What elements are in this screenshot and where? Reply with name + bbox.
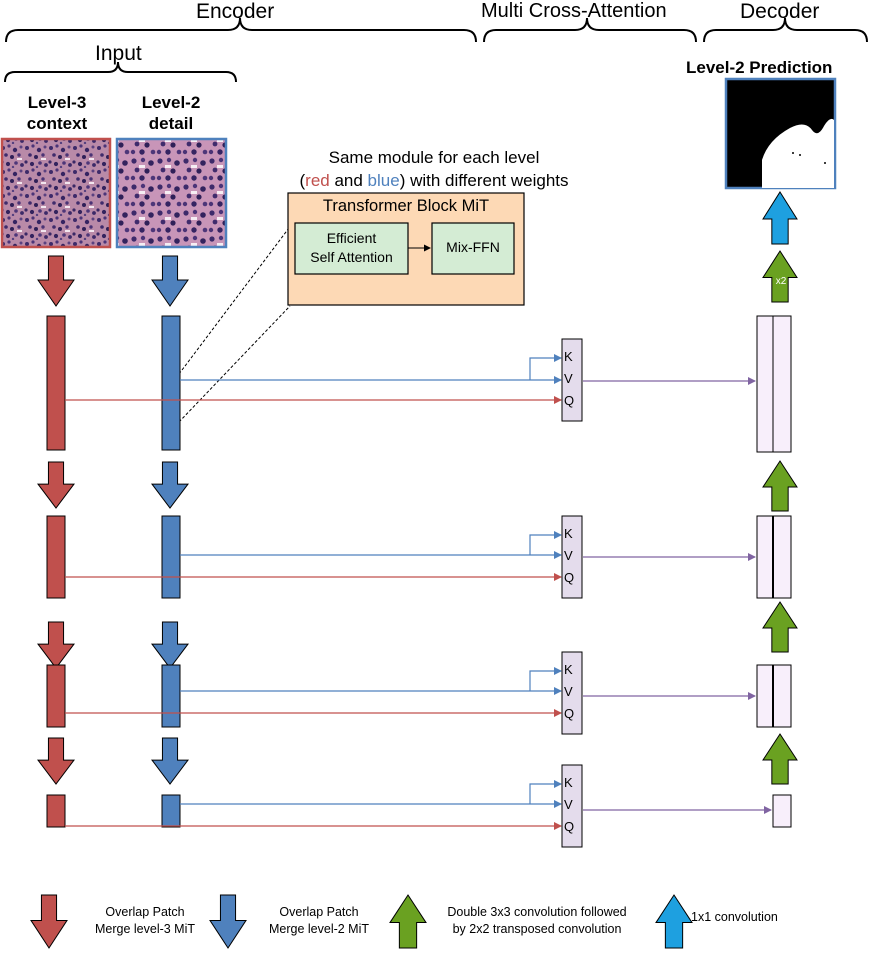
zoom-line-top (178, 215, 299, 375)
encoder-level2-feature-4 (161, 794, 181, 828)
encoder-level3-feature-3 (46, 664, 66, 728)
prediction-label: Level-2 Prediction (686, 58, 833, 77)
blue-key-connector (529, 531, 562, 555)
level3-context-image (0, 137, 112, 249)
encoder-header: Encoder (196, 0, 275, 23)
kvq-label-q: Q (564, 570, 575, 585)
module-note: Same module for each level (red and blue… (262, 146, 606, 192)
kvq-label-v: V (564, 684, 573, 699)
legend-green-text: Double 3x3 convolution followed by 2x2 t… (414, 904, 660, 938)
decoder-header: Decoder (740, 0, 820, 23)
level2-label-line2: detail (148, 114, 194, 133)
kvq-label-v: V (564, 548, 573, 563)
kvq-label-v: V (564, 371, 573, 386)
kvq-label-k: K (564, 662, 573, 677)
kvq-label-v: V (564, 797, 573, 812)
conv-1x1-arrow (762, 191, 798, 245)
input-header: Input (95, 42, 142, 65)
mix-ffn-box (431, 222, 515, 275)
kvq-label-k: K (564, 349, 573, 364)
kvq-label-k: K (564, 526, 573, 541)
overlap-patch-merge-level2-arrow (150, 461, 190, 509)
encoder-brace (5, 17, 477, 43)
esa-label-line2: Self Attention (310, 249, 393, 265)
overlap-patch-merge-level3-arrow (37, 255, 75, 307)
kvq-label-q: Q (564, 393, 575, 408)
cross-attention-kvq-box-2 (561, 515, 583, 599)
upsample-conv-arrow (762, 733, 798, 785)
blue-key-connector (529, 667, 562, 691)
module-note-blue-word: blue (367, 171, 400, 190)
cross-attention-kvq-box-1 (561, 338, 583, 422)
encoder-level2-feature-3 (161, 664, 181, 728)
level3-label-line1: Level-3 (27, 93, 87, 112)
input-brace (4, 61, 237, 83)
legend-green-line1: Double 3x3 convolution followed (447, 905, 627, 919)
overlap-patch-merge-level3-arrow (36, 461, 76, 509)
cross-attention-kvq-box-4 (561, 764, 583, 848)
overlap-patch-merge-level3-arrow (36, 621, 76, 669)
legend-blue-arrow-icon (209, 894, 247, 949)
encoder-level3-feature-2 (46, 515, 66, 599)
module-note-and: and (329, 171, 368, 190)
cross-attention-header: Multi Cross-Attention (481, 0, 667, 22)
decoder-feature-4 (772, 794, 792, 828)
overlap-patch-merge-level2-arrow (150, 737, 190, 785)
legend-green-arrow-icon (389, 894, 427, 949)
transformer-title: Transformer Block MiT (322, 197, 490, 215)
kvq-label-q: Q (564, 819, 575, 834)
module-note-line1: Same module for each level (328, 148, 540, 167)
overlap-patch-merge-level2-arrow (151, 255, 189, 307)
legend-cyan-arrow-icon (655, 894, 693, 949)
decoder-feature-1 (756, 315, 792, 453)
level3-label: Level-3 context (16, 92, 98, 134)
zoom-line-bottom (178, 305, 291, 423)
legend-blue-text: Overlap Patch Merge level-2 MiT (244, 904, 394, 938)
level2-detail-image (115, 137, 228, 249)
encoder-level3-feature-1 (46, 315, 66, 451)
upsample-conv-arrow (762, 250, 798, 303)
legend-blue-line2: Merge level-2 MiT (268, 922, 370, 936)
blue-key-connector (529, 354, 562, 380)
cross-attention-brace (483, 17, 697, 43)
level2-label-line1: Level-2 (141, 93, 201, 112)
module-note-line2: (red and blue) with different weights (262, 169, 606, 192)
module-note-rest: ) with different weights (399, 171, 569, 190)
legend-cyan-text: 1x1 convolution (691, 910, 778, 924)
mix-ffn-label: Mix-FFN (446, 239, 500, 255)
esa-label-line1: Efficient (326, 230, 377, 246)
blue-key-connector (529, 780, 562, 804)
legend-blue-line1: Overlap Patch (279, 905, 359, 919)
level2-label: Level-2 detail (128, 92, 214, 134)
legend-red-line2: Merge level-3 MiT (94, 922, 196, 936)
level3-label-line2: context (26, 114, 88, 133)
prediction-mask-image (724, 77, 837, 190)
legend-red-arrow-icon (30, 894, 68, 949)
kvq-label-k: K (564, 775, 573, 790)
legend-green-line2: by 2x2 transposed convolution (452, 922, 622, 936)
upsample-conv-arrow (762, 460, 798, 512)
encoder-level2-feature-1 (161, 315, 181, 451)
legend-red-line1: Overlap Patch (105, 905, 185, 919)
legend-red-text: Overlap Patch Merge level-3 MiT (70, 904, 220, 938)
kvq-label-q: Q (564, 706, 575, 721)
upsample-conv-arrow (762, 601, 798, 653)
encoder-level3-feature-4 (46, 794, 66, 828)
cross-attention-kvq-box-3 (561, 651, 583, 735)
overlap-patch-merge-level3-arrow (36, 737, 76, 785)
module-note-open: ( (299, 171, 306, 190)
upsample-factor-label: x2 (775, 276, 787, 287)
overlap-patch-merge-level2-arrow (150, 621, 190, 669)
decoder-brace (703, 17, 868, 43)
module-note-red-word: red (305, 171, 330, 190)
encoder-level2-feature-2 (161, 515, 181, 599)
esa-label: Efficient Self Attention (295, 229, 408, 267)
